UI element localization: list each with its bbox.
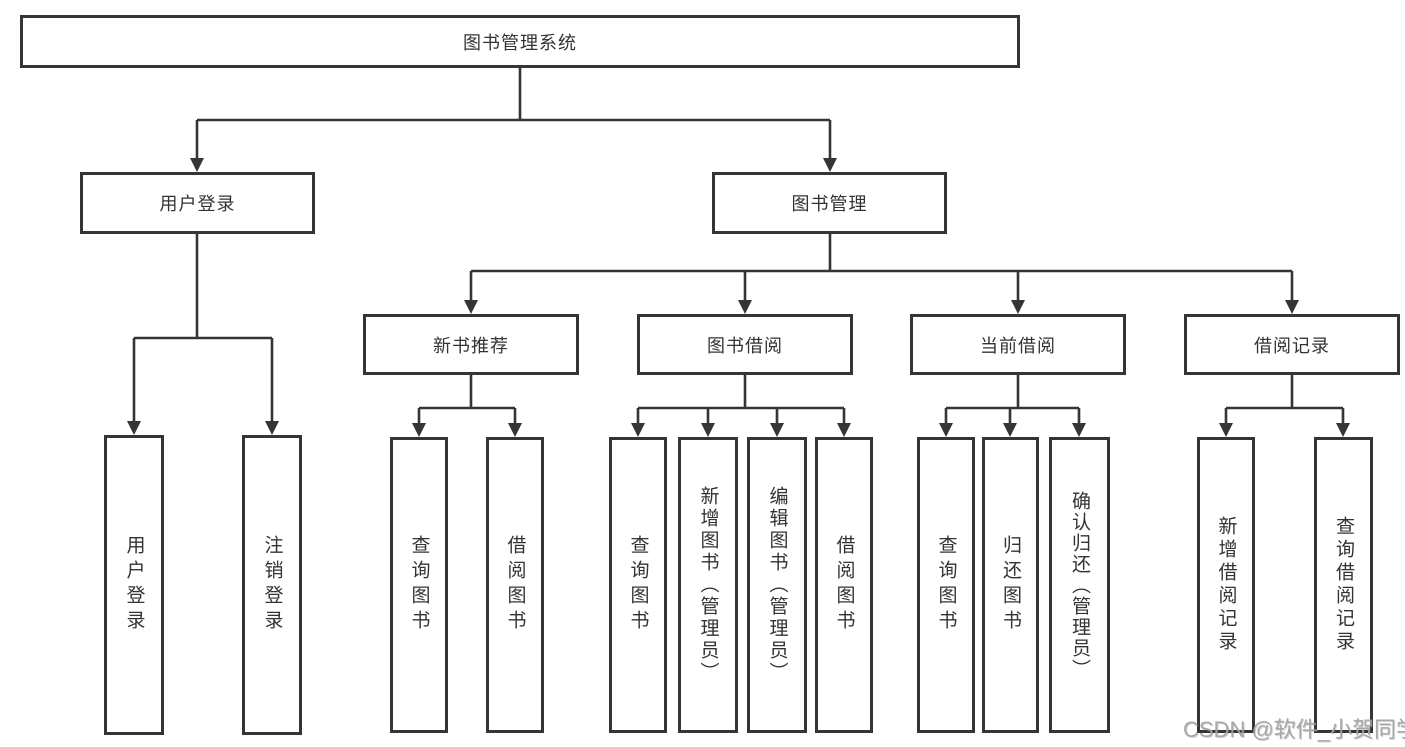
node-root-system: 图书管理系统	[20, 15, 1020, 68]
leaf-borrow-book-1: 借阅图书	[486, 437, 544, 733]
leaf-add-book-admin: 新增图书（管理员）	[678, 437, 738, 733]
node-new-book-recommend: 新书推荐	[363, 314, 579, 375]
leaf-query-book-1: 查询图书	[390, 437, 448, 733]
leaf-user-login: 用户登录	[104, 435, 164, 735]
leaf-edit-book-admin: 编辑图书（管理员）	[747, 437, 807, 733]
node-user-login-branch: 用户登录	[80, 172, 315, 234]
leaf-query-book-3: 查询图书	[917, 437, 975, 733]
node-book-management-branch: 图书管理	[712, 172, 947, 234]
leaf-confirm-return-admin: 确认归还（管理员）	[1049, 437, 1110, 733]
leaf-borrow-book-2: 借阅图书	[815, 437, 873, 733]
csdn-watermark: CSDN @软件_小贺同学	[1183, 717, 1405, 742]
leaf-add-borrow-record: 新增借阅记录	[1197, 437, 1255, 733]
node-book-borrow: 图书借阅	[637, 314, 853, 375]
node-borrow-records: 借阅记录	[1184, 314, 1400, 375]
leaf-logout: 注销登录	[242, 435, 302, 735]
node-current-borrow: 当前借阅	[910, 314, 1126, 375]
leaf-query-book-2: 查询图书	[609, 437, 667, 733]
leaf-return-book: 归还图书	[982, 437, 1039, 733]
leaf-query-borrow-record: 查询借阅记录	[1314, 437, 1373, 733]
